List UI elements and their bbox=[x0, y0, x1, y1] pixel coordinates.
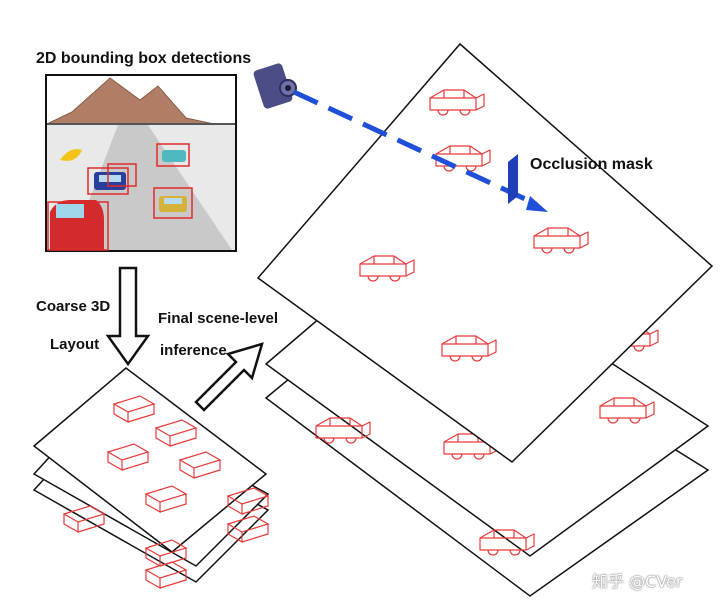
final-inference-label-line2: inference bbox=[160, 342, 227, 359]
box-wire-10 bbox=[145, 561, 187, 589]
camera-icon bbox=[253, 63, 297, 109]
occlusion-mask-label: Occlusion mask bbox=[530, 156, 653, 173]
detections-title: 2D bounding box detections bbox=[36, 50, 252, 67]
final-inference-label-line1: Final scene-level bbox=[158, 310, 279, 327]
scene-plane-1 bbox=[256, 42, 714, 463]
arrow-up-right-icon bbox=[194, 342, 264, 412]
horizon-line bbox=[47, 123, 235, 125]
detection-image bbox=[45, 74, 237, 252]
blue-car-icon bbox=[87, 163, 137, 195]
watermark: 知乎 @CVer bbox=[592, 572, 683, 591]
yellow-leaf-icon bbox=[60, 149, 82, 161]
coarse-layout-label-line2: Layout bbox=[50, 336, 100, 353]
yellow-car-icon bbox=[153, 187, 193, 219]
coarse-layout-label-line1: Coarse 3D bbox=[36, 298, 111, 315]
red-car-icon bbox=[47, 200, 109, 251]
coarse-plane-1 bbox=[32, 367, 268, 553]
teal-car-icon bbox=[156, 143, 190, 167]
camera-ray bbox=[292, 89, 538, 207]
ray-arrowhead bbox=[526, 196, 548, 212]
final-scene-stack bbox=[256, 42, 714, 597]
arrow-down-icon bbox=[105, 266, 151, 367]
coarse-layout-stack bbox=[32, 367, 270, 589]
occlusion-mask-icon bbox=[508, 154, 518, 204]
